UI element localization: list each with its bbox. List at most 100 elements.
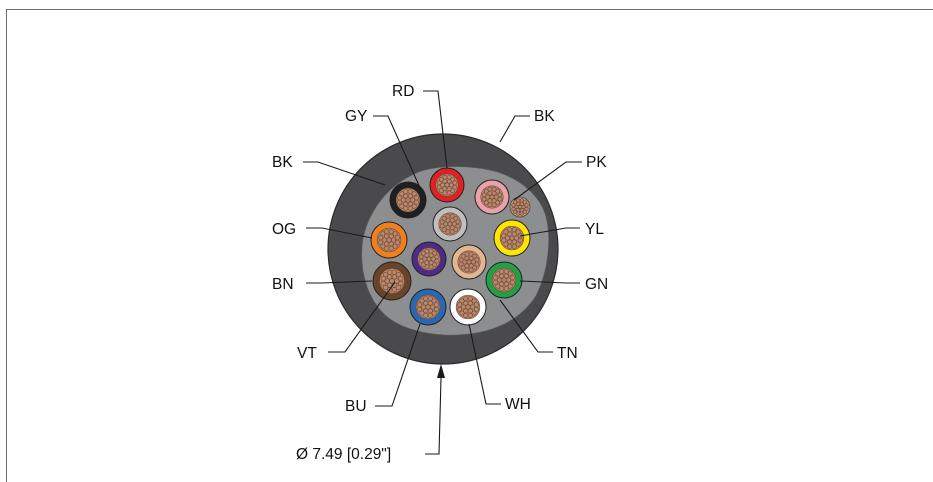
strand-tn — [468, 267, 474, 273]
leader-wh — [468, 323, 501, 405]
strand-bk — [399, 191, 405, 197]
strand-drain — [521, 205, 526, 210]
strand-wh — [473, 302, 479, 308]
strand-yl — [515, 229, 521, 235]
strand-drain — [511, 203, 516, 208]
strand-pk — [495, 200, 501, 206]
strand-drain — [524, 203, 529, 208]
strand-bu — [431, 310, 437, 316]
strand-vt — [432, 250, 438, 256]
strand-pk — [487, 186, 493, 192]
strand-wh — [459, 298, 465, 304]
strand-pk — [491, 202, 497, 208]
label-pk: PK — [586, 154, 607, 171]
strand-drain — [511, 206, 516, 211]
strand-bn — [384, 278, 390, 284]
strand-bn — [394, 278, 400, 284]
strand-gn — [495, 271, 501, 277]
strand-gy — [447, 221, 453, 227]
strand-gy — [441, 227, 447, 233]
strand-bu — [427, 312, 433, 318]
strand-og — [384, 229, 390, 235]
label-og: OG — [272, 221, 296, 238]
strand-bk — [411, 191, 417, 197]
strand-rd — [450, 176, 456, 182]
leader-lines — [303, 90, 582, 455]
strand-wh — [461, 304, 466, 310]
strand-rd — [436, 184, 442, 190]
strand-drain — [514, 205, 519, 210]
strand-rd — [438, 176, 444, 182]
strand-bn — [387, 269, 393, 275]
strand-tn — [474, 257, 480, 263]
leader-rd — [423, 90, 448, 169]
strand-bn — [389, 278, 395, 284]
strand-gy — [445, 229, 451, 235]
strand-wh — [457, 306, 463, 312]
strand-rd — [446, 190, 452, 196]
strand-gy — [439, 219, 445, 225]
strand-tn — [464, 251, 470, 257]
label-wh: WH — [505, 396, 531, 413]
strand-wh — [459, 310, 465, 316]
strand-wh — [463, 312, 469, 318]
strand-yl — [501, 237, 507, 243]
strand-vt — [430, 256, 436, 262]
strand-og — [386, 237, 392, 243]
strand-yl — [507, 243, 513, 249]
labels: RD GY BK PK BK OG YL BN GN VT TN BU WH Ø… — [272, 83, 608, 463]
label-tn: TN — [557, 345, 578, 362]
strand-vt — [434, 254, 440, 260]
strand-pk — [481, 196, 487, 202]
strand-yl — [511, 227, 517, 233]
strand-bk — [407, 205, 413, 211]
strand-tn — [460, 265, 466, 271]
strand-yl — [503, 229, 509, 235]
strand-rd — [444, 182, 450, 188]
strand-gy — [453, 227, 459, 233]
strand-wh — [473, 306, 479, 312]
strand-gn — [509, 275, 515, 281]
strand-wh — [470, 304, 475, 310]
strand-tn — [468, 251, 474, 257]
strand-wh — [457, 302, 463, 308]
strand-bu — [423, 296, 429, 302]
strand-og — [380, 243, 386, 249]
strand-bn — [380, 276, 386, 282]
strand-gn — [507, 271, 513, 277]
leader-bn — [306, 280, 373, 284]
strand-drain — [522, 200, 527, 205]
strand-drain — [513, 209, 518, 214]
strand-yl — [509, 235, 515, 241]
strand-drain — [513, 200, 518, 205]
strand-drain — [516, 198, 521, 203]
strand-vt — [420, 262, 426, 268]
strand-vt — [426, 256, 432, 262]
strand-yl — [515, 241, 521, 247]
strand-tn — [458, 261, 464, 267]
strand-yl — [501, 233, 507, 239]
leader-bk-outer — [499, 115, 530, 143]
strand-bu — [430, 304, 435, 310]
strand-vt — [428, 264, 434, 270]
strand-gn — [493, 279, 499, 285]
strand-tn — [464, 267, 470, 273]
strand-bk — [397, 199, 403, 205]
strand-tn — [466, 259, 472, 265]
strand-vt — [422, 256, 428, 262]
diameter-arrowhead — [437, 364, 445, 378]
strand-bu — [417, 302, 423, 308]
strand-vt — [420, 250, 426, 256]
strand-rd — [442, 190, 448, 196]
strand-bn — [398, 276, 404, 282]
strand-gy — [441, 215, 447, 221]
strand-bu — [419, 298, 425, 304]
strand-gy — [443, 221, 449, 227]
strand-tn — [462, 259, 468, 265]
strand-pk — [491, 186, 497, 192]
strand-bn — [380, 280, 386, 286]
strand-rd — [440, 182, 446, 188]
strand-og — [391, 237, 396, 243]
strand-gn — [501, 277, 507, 283]
strand-rd — [450, 188, 456, 194]
